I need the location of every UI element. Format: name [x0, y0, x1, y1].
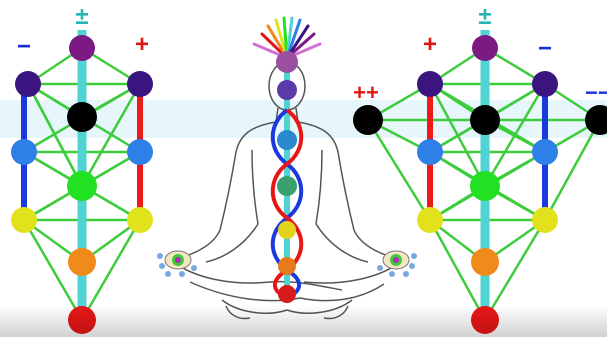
- left-node-mercy: [11, 139, 37, 165]
- right-node-beauty: [470, 171, 500, 201]
- left-node-splendor: [127, 207, 153, 233]
- chakra-heart: [277, 176, 297, 196]
- right-node-crown: [472, 35, 498, 61]
- left-node-foundation: [68, 248, 96, 276]
- right-sign-far-right: −−: [585, 80, 607, 105]
- right-node-foundation: [471, 248, 499, 276]
- right-node-understanding: [417, 71, 443, 97]
- left-hand-icon: [157, 251, 197, 277]
- bottom-shadow: [0, 305, 607, 337]
- right-node-mercy: [532, 139, 558, 165]
- right-node-wisdom: [532, 71, 558, 97]
- left-node-severity: [127, 139, 153, 165]
- chakra-third-eye: [277, 80, 297, 100]
- chakra-solar-plexus: [278, 221, 296, 239]
- left-node-knowledge: [67, 102, 97, 132]
- left-sign-center: ±: [75, 3, 88, 30]
- left-node-beauty: [67, 171, 97, 201]
- chakra-throat: [277, 130, 297, 150]
- right-node-knowledge: [470, 105, 500, 135]
- left-node-wisdom: [15, 71, 41, 97]
- left-node-crown: [69, 35, 95, 61]
- right-node-outer-right: [585, 105, 607, 135]
- chakra-root: [278, 285, 296, 303]
- left-node-understanding: [127, 71, 153, 97]
- right-sign-right: −: [538, 35, 552, 62]
- left-node-victory: [11, 207, 37, 233]
- right-sign-left: +: [423, 31, 437, 58]
- left-sign-left: −: [17, 33, 31, 60]
- right-node-victory: [532, 207, 558, 233]
- right-sign-center: ±: [478, 3, 491, 30]
- chakra-crown: [276, 51, 298, 73]
- right-sign-far-left: ++: [353, 80, 379, 105]
- right-node-severity: [417, 139, 443, 165]
- right-node-outer-left: [353, 105, 383, 135]
- meditating-figure: [157, 18, 417, 319]
- left-tree: ± − +: [11, 3, 153, 334]
- right-hand-icon: [377, 251, 417, 277]
- right-tree: ± + − ++ −−: [353, 3, 607, 334]
- left-sign-right: +: [135, 31, 149, 58]
- right-node-splendor: [417, 207, 443, 233]
- chakra-sacral: [278, 257, 296, 275]
